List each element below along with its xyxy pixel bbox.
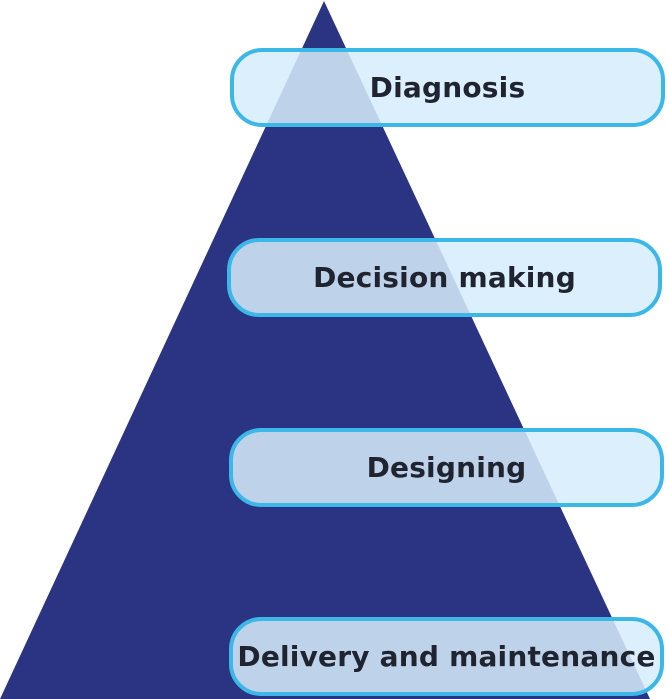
stage-decision-making: Decision making [227,238,662,317]
pyramid-shape [0,1,650,699]
stage-label-delivery-and-maintenance: Delivery and maintenance [237,640,656,673]
stage-label-decision-making: Decision making [313,261,576,294]
stage-designing: Designing [229,428,664,507]
stage-diagnosis: Diagnosis [230,48,665,127]
stage-label-diagnosis: Diagnosis [369,71,526,104]
stage-delivery-and-maintenance: Delivery and maintenance [229,617,664,696]
stage-label-designing: Designing [366,451,527,484]
